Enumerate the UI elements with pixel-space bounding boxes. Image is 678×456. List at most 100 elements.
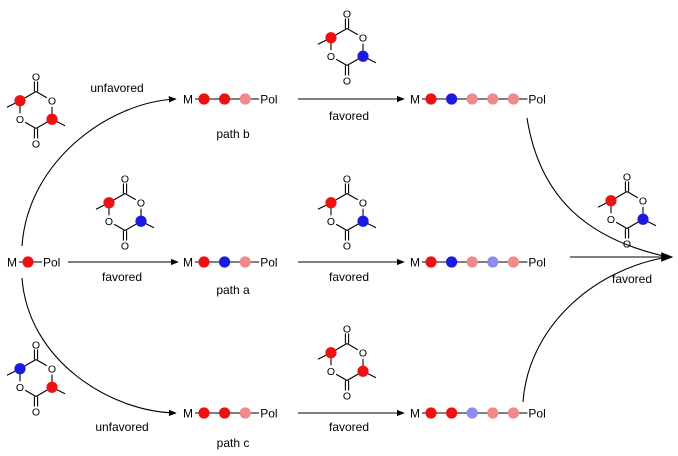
repeat-unit-bead [446,407,458,419]
label-favored-a2: favored [329,270,369,284]
ring-bond [335,58,348,66]
carbonyl-oxygen: O [343,323,351,335]
repeat-unit-bead [198,93,210,105]
carbonyl-oxygen: O [32,71,40,83]
chain-start: M Pol [7,256,60,270]
arrow-c-converge [522,256,669,403]
carbonyl-oxygen: O [32,406,40,418]
carbonyl-oxygen: O [343,75,351,87]
repeat-unit-bead [239,256,251,268]
path-a-label: path a [216,283,250,297]
stereocenter-dot [135,215,147,227]
label-favored-a1: favored [102,270,142,284]
ring-oxygen: O [359,198,367,210]
carbonyl-oxygen: O [343,8,351,20]
metal-label: M [183,407,193,421]
carbonyl-oxygen: O [32,138,40,150]
label-unfavored-b: unfavored [90,81,143,95]
repeat-unit-bead [466,407,478,419]
arrow-to-path-c [21,277,177,417]
ring-bond [113,223,126,231]
ring-oxygen: O [48,96,56,108]
carbonyl-oxygen: O [121,240,129,252]
arrow-to-path-b [21,96,177,247]
carbonyl-oxygen: O [121,173,129,185]
polymer-label: Pol [43,256,60,270]
chain-path-a-1: M Pol [183,256,278,270]
label-unfavored-c: unfavored [95,420,148,434]
stereocenter-dot [325,347,337,359]
carbonyl-oxygen: O [343,390,351,402]
repeat-unit-bead [425,407,437,419]
ring-bond [346,193,359,201]
repeat-unit-bead [198,407,210,419]
ring-bond [35,91,48,99]
ring-bond [124,193,137,201]
ring-bond [626,191,639,199]
repeat-unit-bead [239,93,251,105]
repeat-unit-bead [239,407,251,419]
ring-bond [24,389,37,397]
carbonyl-oxygen: O [623,238,631,250]
repeat-unit-bead [487,256,499,268]
label-favored-b2: favored [329,109,369,123]
carbonyl-oxygen: O [343,173,351,185]
repeat-unit-bead [446,256,458,268]
stereocenter-dot [637,213,649,225]
stereocenter-dot [605,195,617,207]
carbonyl-oxygen: O [623,171,631,183]
chain-path-b-1: M Pol [183,93,278,107]
metal-label: M [410,93,420,107]
ring-oxygen: O [639,196,647,208]
metal-label: M [183,93,193,107]
ring-oxygen: O [327,366,335,378]
ring-oxygen: O [359,348,367,360]
ring-bond [35,359,48,367]
repeat-unit-bead [219,407,231,419]
repeat-unit-bead [487,407,499,419]
stereocenter-dot [325,197,337,209]
path-b-label: path b [216,127,250,141]
ring-bond [335,373,348,381]
metal-label: M [410,256,420,270]
metal-label: M [183,256,193,270]
polymer-label: Pol [260,407,277,421]
ring-oxygen: O [327,216,335,228]
label-favored-c2: favored [329,420,369,434]
repeat-unit-bead [219,256,231,268]
ring-oxygen: O [327,51,335,63]
ring-oxygen: O [16,114,24,126]
path-c-label: path c [217,436,250,450]
ring-oxygen: O [16,382,24,394]
ring-oxygen: O [48,364,56,376]
carbonyl-oxygen: O [32,339,40,351]
polymer-label: Pol [528,93,545,107]
repeat-unit-bead [198,256,210,268]
polymer-label: Pol [260,256,277,270]
ring-oxygen: O [607,214,615,226]
carbonyl-oxygen: O [343,240,351,252]
ring-bond [346,28,359,36]
ring-bond [24,121,37,129]
stereocenter-dot [14,95,26,107]
chain-path-b-2: M Pol [410,93,546,107]
stereocenter-dot [325,32,337,44]
repeat-unit-bead [507,93,519,105]
metal-label: M [410,407,420,421]
repeat-unit-bead [425,256,437,268]
polymer-label: Pol [260,93,277,107]
ring-bond [615,221,628,229]
metal-label: M [7,256,17,270]
stereocenter-dot [46,113,58,125]
repeat-unit-bead [425,93,437,105]
stereocenter-dot [103,197,115,209]
polymer-label: Pol [528,256,545,270]
